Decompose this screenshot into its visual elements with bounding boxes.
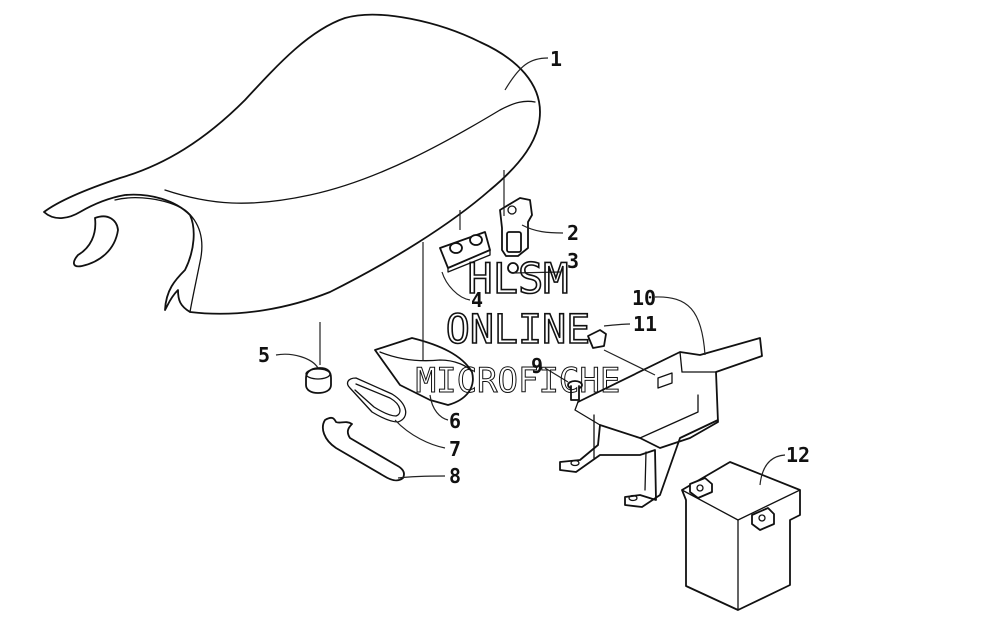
watermark-line-3: MICROFICHE bbox=[416, 361, 621, 401]
tray-screw bbox=[587, 329, 607, 349]
seat-bracket bbox=[439, 231, 491, 273]
callout-1: 1 bbox=[550, 47, 562, 71]
watermark: HLSM ONLINE MICROFICHE bbox=[415, 253, 621, 401]
callout-4: 4 bbox=[471, 288, 483, 312]
watermark-line-2: ONLINE bbox=[446, 307, 591, 353]
callout-labels: 1 2 3 4 5 6 7 8 9 10 11 12 bbox=[258, 47, 810, 488]
callout-2: 2 bbox=[567, 221, 579, 245]
callout-12: 12 bbox=[786, 443, 810, 467]
callout-3: 3 bbox=[567, 249, 579, 273]
strap bbox=[346, 377, 407, 423]
tool-pouch bbox=[374, 337, 474, 406]
watermark-line-1: HLSM bbox=[467, 254, 568, 303]
bolt bbox=[567, 380, 583, 401]
seat bbox=[43, 13, 541, 315]
callout-7: 7 bbox=[449, 437, 461, 461]
battery-tray bbox=[559, 337, 763, 508]
leader-lines bbox=[275, 57, 786, 486]
callout-10: 10 bbox=[632, 286, 656, 310]
spanner-wrench bbox=[322, 416, 405, 482]
battery bbox=[681, 461, 801, 611]
callout-6: 6 bbox=[449, 409, 461, 433]
rubber-bumper bbox=[305, 367, 332, 394]
seat-latch bbox=[499, 197, 533, 257]
callout-9: 9 bbox=[531, 354, 543, 378]
callout-11: 11 bbox=[633, 312, 657, 336]
callout-8: 8 bbox=[449, 464, 461, 488]
callout-5: 5 bbox=[258, 343, 270, 367]
